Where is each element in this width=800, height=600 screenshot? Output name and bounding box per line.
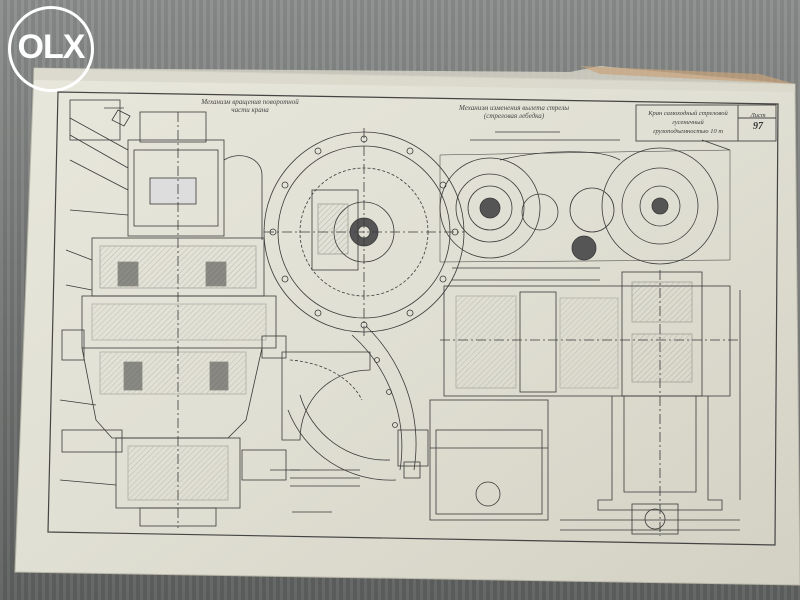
underlying-sheet bbox=[580, 66, 795, 84]
right-bottom-winch bbox=[429, 267, 741, 536]
right-view-title: Механизм изменения вылета стрелы (стрело… bbox=[444, 104, 584, 120]
title-block-text: Кран самоходный стреловой гусеничный гру… bbox=[640, 109, 736, 136]
olx-logo-text: OLX bbox=[17, 28, 86, 66]
olx-logo-watermark: OLX bbox=[8, 6, 94, 92]
title-block-line: гусеничный bbox=[672, 119, 704, 126]
right-view-title-line: (стреловая лебедка) bbox=[483, 112, 545, 120]
sheet-number: 97 bbox=[753, 121, 763, 132]
left-view-title: Механизм вращения поворотной части крана bbox=[190, 98, 310, 114]
title-block-line: грузоподъемностью 10 т bbox=[652, 128, 724, 135]
olx-logo-ring bbox=[8, 6, 94, 92]
left-view-title-line: части крана bbox=[231, 106, 269, 114]
left-assembly bbox=[59, 99, 300, 528]
center-wheel bbox=[263, 128, 465, 481]
left-view-title-line: Механизм вращения поворотной bbox=[201, 98, 299, 106]
title-block bbox=[635, 104, 777, 142]
right-view-title-line: Механизм изменения вылета стрелы bbox=[459, 104, 569, 112]
sheet-label: Лист bbox=[750, 112, 766, 119]
right-top-geartrain bbox=[439, 131, 731, 265]
drawing-frame bbox=[47, 91, 779, 546]
title-block-line: Кран самоходный стреловой bbox=[648, 110, 728, 117]
misc-details bbox=[104, 107, 429, 513]
